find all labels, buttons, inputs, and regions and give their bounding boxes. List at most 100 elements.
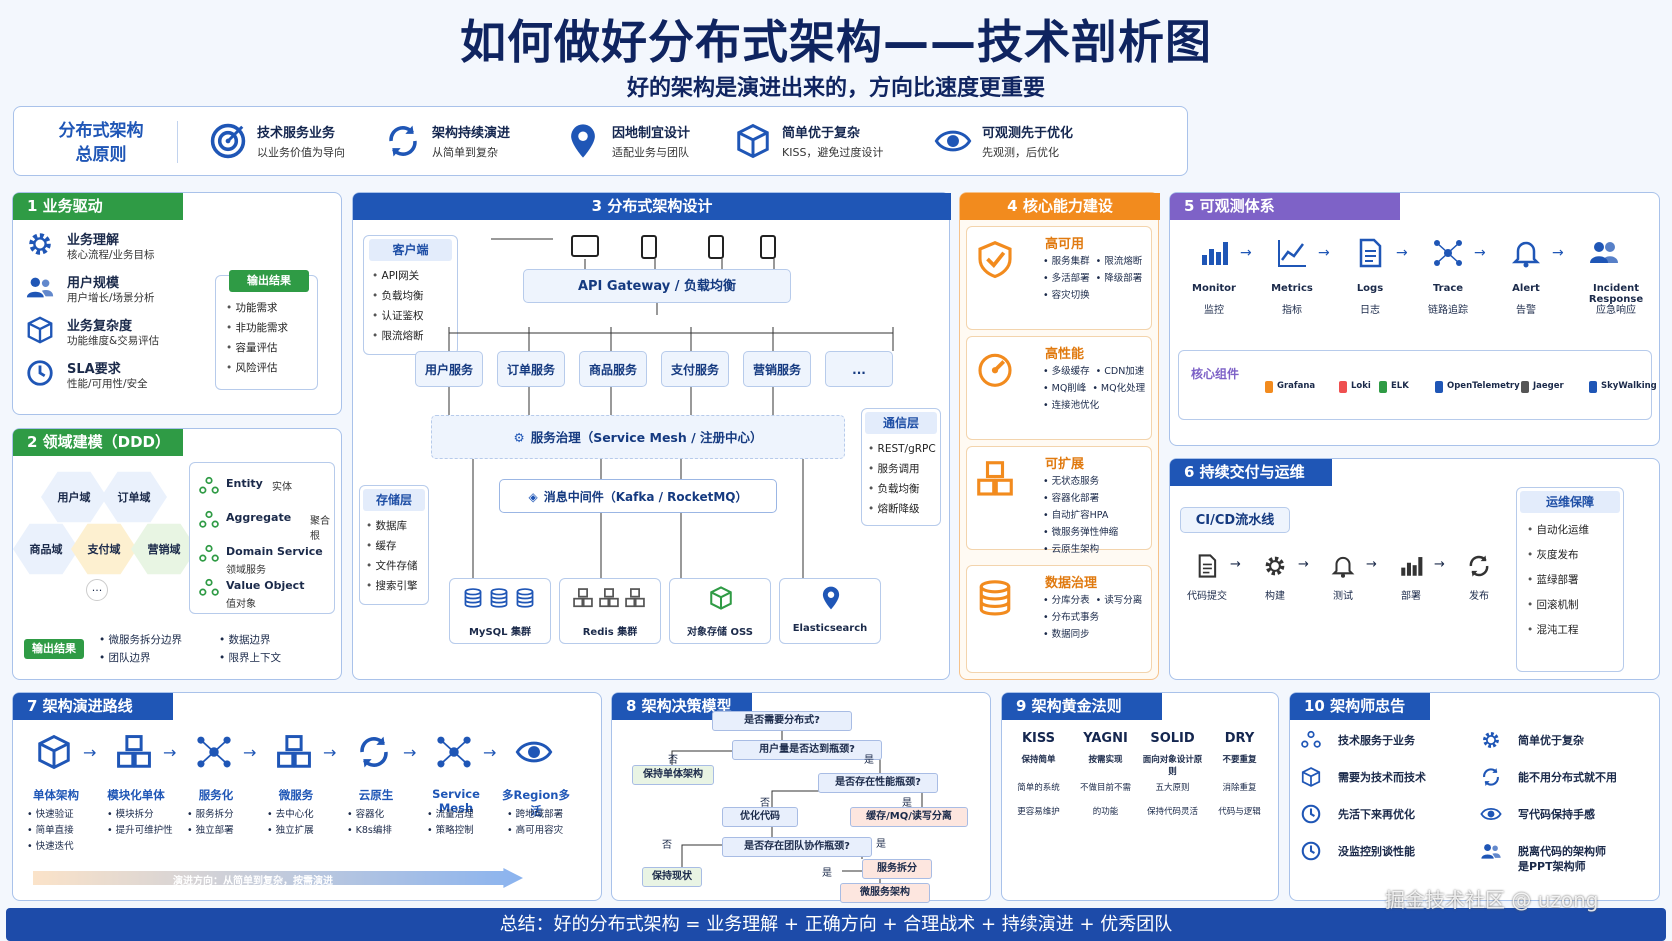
page-title: 如何做好分布式架构——技术剖析图	[460, 15, 1212, 69]
capability-item: • 分布式事务	[1043, 612, 1100, 623]
evolution-stage-item: • 去中心化	[267, 809, 314, 820]
ddd-output-label: 输出结果	[24, 639, 84, 659]
obs-step-cn: 链路追踪	[1428, 305, 1468, 316]
arrow-right-icon: →	[163, 743, 177, 762]
service-box[interactable]: 订单服务	[497, 351, 565, 387]
obs-step-cn: 告警	[1516, 305, 1536, 316]
rule-line2: 五大原则	[1155, 783, 1190, 793]
evolution-stage-list: • 服务拆分• 独立部署	[187, 807, 234, 839]
database-icon	[514, 587, 536, 609]
phone-icon	[641, 235, 657, 259]
business-output-item: 功能需求	[226, 298, 288, 318]
api-gateway[interactable]: API Gateway / 负载均衡	[523, 269, 791, 303]
business-item-title: SLA要求	[67, 362, 121, 377]
cubes-icon	[598, 587, 620, 609]
arrow-right-icon: →	[483, 743, 497, 762]
bar-chart-icon	[1398, 553, 1424, 579]
service-box[interactable]: 支付服务	[661, 351, 729, 387]
rule-name: SOLID	[1150, 731, 1195, 746]
storage-node-label: 对象存储 OSS	[687, 627, 753, 638]
advice-item: 技术服务于业务	[1338, 734, 1415, 747]
eye-icon	[934, 122, 972, 160]
capability-item: • 分库分表	[1043, 595, 1090, 606]
rule-line1: 面向对象设计原则	[1142, 755, 1203, 777]
rule-line2: 不做目前不需	[1079, 783, 1131, 793]
people-icon	[198, 475, 220, 497]
bell-icon	[1510, 237, 1542, 269]
section-architect-advice: 10 架构师忠告 技术服务于业务简单优于复杂需要为技术而技术能不用分布式就不用先…	[1289, 692, 1660, 901]
storage-item: 搜索引擎	[366, 576, 418, 596]
rule-line1: 保持简单	[1021, 755, 1056, 765]
evolution-stage-item: • 高可用容灾	[507, 825, 564, 836]
section-advice-header: 10 架构师忠告	[1290, 693, 1430, 720]
evolution-stage-list: • 流量治理• 策略控制	[427, 807, 474, 839]
ddd-output-item: • 数据边界	[219, 634, 271, 646]
client-item: API网关	[372, 266, 424, 286]
rule-name: YAGNI	[1083, 731, 1128, 746]
clock-icon	[1300, 803, 1322, 825]
ddd-output-item: • 限界上下文	[219, 652, 282, 664]
storage-item: 数据库	[366, 516, 418, 536]
tool-logo-icon	[1339, 381, 1347, 393]
business-output-box: 输出结果 功能需求非功能需求容量评估风险评估	[215, 270, 318, 390]
capability-item: • MQ削峰	[1043, 383, 1087, 394]
evolution-stage-item: • 模块拆分	[107, 809, 154, 820]
storage-node[interactable]: Elasticsearch	[779, 578, 881, 644]
people-icon	[198, 543, 220, 565]
arrow-right-icon: →	[1434, 557, 1445, 572]
decision-q4: 是否存在团队协作瓶颈?	[722, 837, 872, 857]
decision-branch-label: 是	[822, 868, 832, 879]
storage-node-label: MySQL 集群	[468, 627, 532, 638]
business-output-item: 非功能需求	[226, 318, 289, 338]
capability-item: • 微服务弹性伸缩	[1043, 527, 1119, 538]
storage-node[interactable]: 对象存储 OSS	[669, 578, 771, 644]
evolution-stage-title: 多Region多活	[502, 788, 570, 818]
storage-box: 存储层数据库缓存文件存储搜索引擎	[359, 485, 429, 605]
storage-node[interactable]: Redis 集群	[559, 578, 661, 644]
service-box[interactable]: ...	[825, 351, 893, 387]
tool-name: Grafana	[1277, 381, 1316, 391]
section-ddd-header: 2 领域建模（DDD）	[13, 429, 183, 456]
section-design-header: 3 分布式架构设计	[353, 193, 951, 220]
business-item-desc: 用户增长/场景分析	[67, 292, 155, 304]
users-icon	[25, 272, 55, 302]
message-queue[interactable]: ◈消息中间件（Kafka / RocketMQ）	[499, 479, 777, 513]
rule-line2: 消除重复	[1222, 783, 1257, 793]
location-pin-icon	[818, 585, 844, 611]
capability-block: 可扩展• 无状态服务• 容器化部署• 自动扩容HPA• 微服务弹性伸缩• 云原生…	[966, 446, 1152, 555]
business-item-desc: 核心流程/业务目标	[67, 249, 155, 261]
service-box[interactable]: 营销服务	[743, 351, 811, 387]
users-icon	[1480, 840, 1502, 862]
mq-label: 消息中间件（Kafka / RocketMQ）	[543, 490, 748, 504]
team-icon	[1588, 237, 1620, 269]
obs-step-en: Metrics	[1271, 283, 1313, 294]
arrow-right-icon: →	[1366, 557, 1377, 572]
service-box[interactable]: 商品服务	[579, 351, 647, 387]
rule-line2: 简单的系统	[1017, 783, 1060, 793]
service-box[interactable]: 用户服务	[415, 351, 483, 387]
ddd-concept-en: Entity	[226, 477, 263, 490]
capability-list: • 无状态服务• 容器化部署• 自动扩容HPA• 微服务弹性伸缩• 云原生架构	[1043, 473, 1153, 558]
principle-title: 可观测先于优化	[982, 126, 1074, 141]
cubes-icon	[115, 733, 153, 771]
evolution-stage-item: • 快速迭代	[27, 841, 74, 852]
rule-line1: 不要重复	[1222, 755, 1257, 765]
decision-keep-monolith: 保持单体架构	[632, 765, 714, 785]
storage-node-label: Elasticsearch	[792, 623, 868, 634]
evolution-stage-title: 单体架构	[33, 788, 79, 802]
tool-name: OpenTelemetry	[1447, 381, 1520, 391]
comm-title: 通信层	[865, 412, 937, 434]
storage-node[interactable]: MySQL 集群	[449, 578, 551, 644]
service-mesh[interactable]: ⚙服务治理（Service Mesh / 注册中心）	[431, 415, 845, 459]
client-box: 客户端API网关负载均衡认证鉴权限流熔断	[363, 235, 458, 355]
capability-item: • 无状态服务	[1043, 476, 1100, 487]
rule-line3: 更容易维护	[1017, 807, 1060, 817]
advice-item: 先活下来再优化	[1338, 808, 1415, 821]
cube-icon	[35, 733, 73, 771]
cube-icon	[25, 315, 55, 345]
cube-icon	[734, 122, 772, 160]
section-evolution: 7 架构演进路线 单体架构• 快速验证• 简单直接• 快速迭代→模块化单体• 模…	[12, 692, 602, 901]
section-delivery-header: 6 持续交付与运维	[1170, 459, 1332, 486]
